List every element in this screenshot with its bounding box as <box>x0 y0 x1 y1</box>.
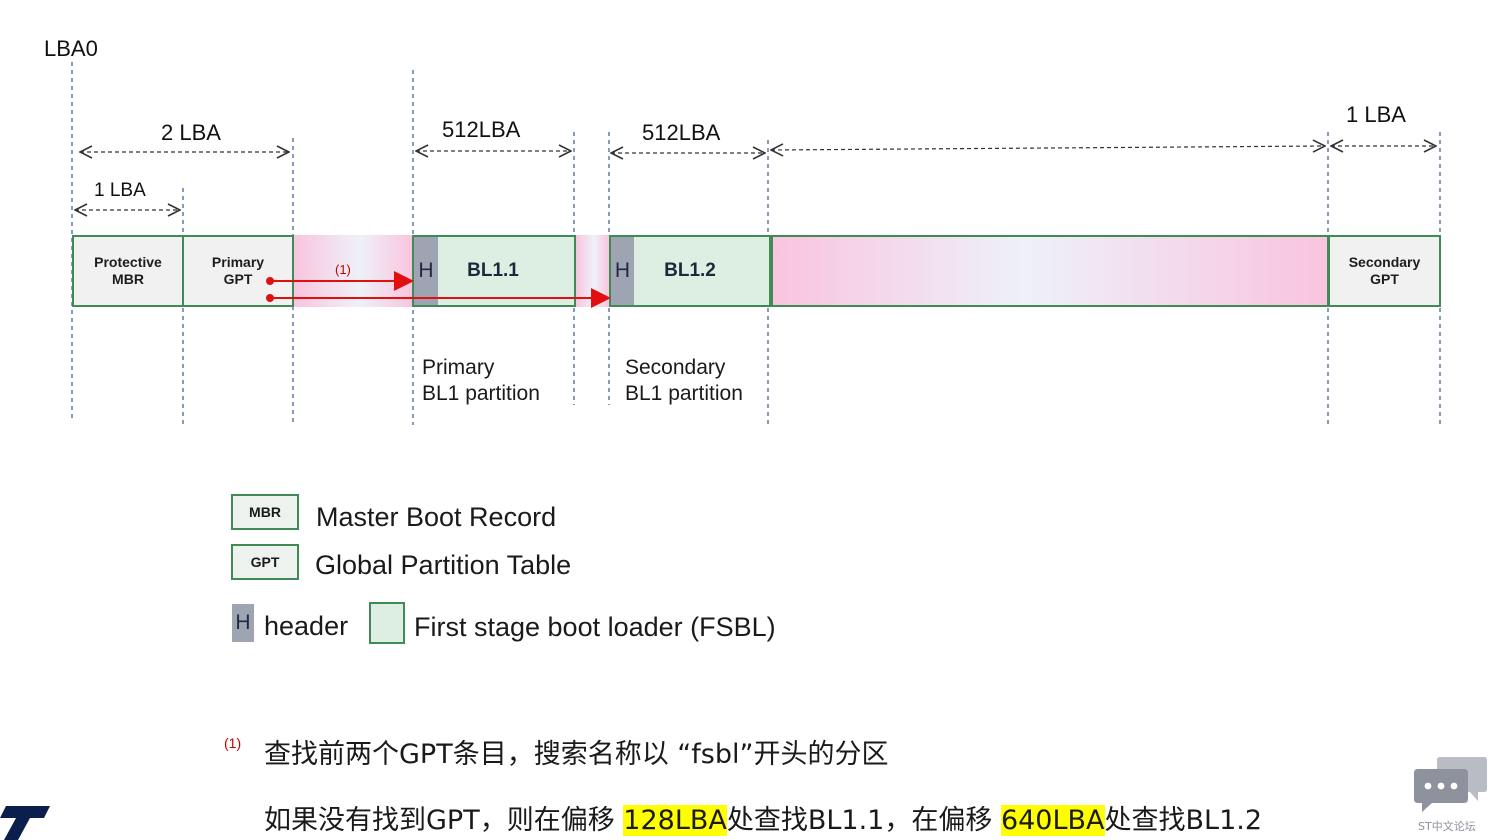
note-text: 处查找BL1.1，在偏移 <box>726 805 1001 836</box>
bl11-label: BL1.1 <box>440 237 546 305</box>
partition-label-line: BL1 partition <box>625 382 743 405</box>
st-logo <box>0 806 50 840</box>
legend-gpt-text: Global Partition Table <box>315 550 572 580</box>
bl11-header: H <box>414 237 438 305</box>
partition-label-line: Primary <box>422 356 495 379</box>
legend-fsbl-box <box>369 602 405 644</box>
highlight-640lba: 640LBA <box>1000 805 1105 836</box>
watermark-text: ST中文论坛 <box>1418 820 1476 833</box>
block-label: Protective <box>94 254 162 270</box>
lba0-label: LBA0 <box>44 36 98 61</box>
note-marker: (1) <box>224 735 242 751</box>
dim-label-1lba-right: 1 LBA <box>1346 102 1406 127</box>
partition-label-line: Secondary <box>625 356 726 379</box>
free-space-block <box>771 235 1329 307</box>
legend-gpt-box: GPT <box>231 544 299 580</box>
unused-gap-1 <box>294 235 413 307</box>
legend-mbr-box: MBR <box>231 494 299 530</box>
dim-label-secondary-512: 512LBA <box>642 120 721 145</box>
arrow-note-marker: (1) <box>335 262 351 277</box>
block-label: GPT <box>223 271 253 287</box>
dim-label-2lba: 2 LBA <box>161 120 221 145</box>
note-text: 处查找BL1.2 <box>1104 805 1263 836</box>
block-label: GPT <box>1370 271 1399 287</box>
dim-arrow-free <box>771 146 1325 150</box>
legend-mbr-text: Master Boot Record <box>316 502 557 532</box>
block-label: MBR <box>112 271 144 287</box>
secondary-partition-label: Secondary BL1 partition <box>625 355 743 407</box>
legend-header-box: H <box>232 604 254 642</box>
dim-label-1lba: 1 LBA <box>94 180 146 201</box>
legend-fsbl-text: First stage boot loader (FSBL) <box>414 612 776 642</box>
bl12-label: BL1.2 <box>636 237 744 305</box>
note-line-2: 如果没有找到GPT，则在偏移 128LBA处查找BL1.1，在偏移 640LBA… <box>264 798 1262 837</box>
dim-label-primary-512: 512LBA <box>442 117 521 142</box>
highlight-128lba: 128LBA <box>623 805 727 836</box>
partition-label-line: BL1 partition <box>422 382 540 405</box>
primary-partition-label: Primary BL1 partition <box>422 355 540 407</box>
legend-header-text: header <box>264 611 349 641</box>
note-line-1: 查找前两个GPT条目，搜索名称以 “fsbl”开头的分区 <box>264 739 889 770</box>
note-text: 如果没有找到GPT，则在偏移 <box>264 805 624 836</box>
block-label: Secondary <box>1348 254 1421 270</box>
bl12-header: H <box>611 237 634 305</box>
forum-chat-icon <box>1414 757 1487 812</box>
block-label: Primary <box>211 254 265 270</box>
